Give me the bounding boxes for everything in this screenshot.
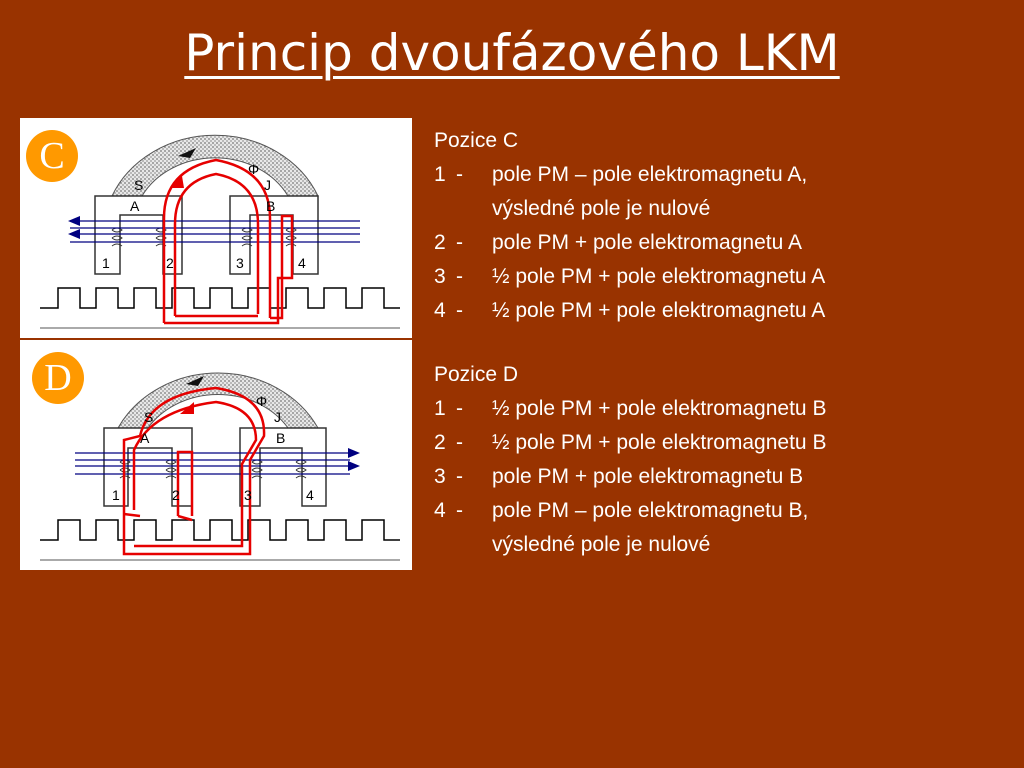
badge-position-d: D: [32, 352, 84, 404]
item-dash: -: [456, 397, 463, 420]
position-d-item: 3- pole PM + pole elektromagnetu B: [434, 460, 826, 494]
position-d-item: 1- ½ pole PM + pole elektromagnetu B: [434, 392, 826, 426]
item-text: ½ pole PM + pole elektromagnetu B: [492, 431, 827, 454]
pole-1-label: 1: [102, 255, 110, 271]
coils: [119, 459, 307, 479]
winding-wires: [70, 220, 360, 243]
diagram-position-c: S J Φ A B 1 2 3 4: [20, 118, 412, 338]
pole-3-label: 3: [244, 487, 252, 503]
position-c-item: 2- pole PM + pole elektromagnetu A: [434, 226, 825, 260]
pole-2-label: 2: [166, 255, 174, 271]
pole-1-label: 1: [112, 487, 120, 503]
position-c-item: 4- ½ pole PM + pole elektromagnetu A: [434, 294, 825, 328]
item-dash: -: [456, 499, 463, 522]
badge-position-c: C: [26, 130, 78, 182]
electromagnet-a-label: A: [140, 430, 150, 446]
item-number: 2: [434, 231, 446, 254]
item-text: ½ pole PM + pole elektromagnetu A: [492, 299, 826, 322]
position-c-item: 3- ½ pole PM + pole elektromagnetu A: [434, 260, 825, 294]
item-number: 3: [434, 265, 446, 288]
item-number: 3: [434, 465, 446, 488]
pm-north-label: J: [274, 409, 281, 425]
item-text: pole PM – pole elektromagnetu A,: [492, 163, 808, 186]
electromagnet-a-label: A: [130, 198, 140, 214]
flux-direction-arrow: [186, 376, 204, 386]
item-text: pole PM + pole elektromagnetu B: [492, 465, 804, 488]
item-number: 1: [434, 397, 446, 420]
diagram-position-d: S J Φ A B 1 2 3 4: [20, 340, 412, 570]
flux-lines: [122, 386, 266, 556]
item-text: pole PM – pole elektromagnetu B,: [492, 499, 809, 522]
permanent-magnet: [111, 134, 319, 197]
pm-north-label: J: [264, 177, 271, 193]
rotor: [40, 287, 400, 309]
item-dash: -: [456, 163, 463, 186]
item-number: 2: [434, 431, 446, 454]
flux-label: Φ: [248, 161, 259, 177]
flux-label: Φ: [256, 393, 267, 409]
position-d-item: 2- ½ pole PM + pole elektromagnetu B: [434, 426, 826, 460]
item-text: ½ pole PM + pole elektromagnetu A: [492, 265, 826, 288]
pole-2-label: 2: [172, 487, 180, 503]
slide-title-text: Princip dvoufázového LKM: [184, 24, 840, 82]
position-d-item: 4- pole PM – pole elektromagnetu B,: [434, 494, 826, 528]
slide-title: Princip dvoufázového LKM: [0, 22, 1024, 84]
item-text: ½ pole PM + pole elektromagnetu B: [492, 397, 827, 420]
pm-south-label: S: [144, 409, 153, 425]
position-c-text: Pozice C 1-pole PM – pole elektromagnetu…: [434, 124, 825, 328]
stepper-motor-diagram-d: S J Φ A B 1 2 3 4: [40, 372, 400, 561]
item-dash: -: [456, 231, 463, 254]
flux-direction-arrow: [178, 148, 196, 158]
electromagnet-b-label: B: [266, 198, 275, 214]
item-text: pole PM + pole elektromagnetu A: [492, 231, 802, 254]
flux-arrow: [180, 402, 194, 414]
electromagnet-b-label: B: [276, 430, 285, 446]
item-number: 1: [434, 163, 446, 186]
item-dash: -: [456, 465, 463, 488]
position-d-heading: Pozice D: [434, 363, 519, 386]
coils: [111, 227, 297, 247]
position-c-item: 1- pole PM – pole elektromagnetu A,: [434, 158, 825, 192]
permanent-magnet: [117, 372, 319, 429]
item-dash: -: [456, 265, 463, 288]
pole-3-label: 3: [236, 255, 244, 271]
winding-wires: [75, 452, 350, 475]
flux-lines: [162, 158, 294, 325]
current-arrows: [348, 448, 360, 471]
item-number: 4: [434, 499, 446, 522]
position-c-item-continuation: výsledné pole je nulové: [492, 197, 711, 220]
item-dash: -: [456, 299, 463, 322]
pole-4-label: 4: [306, 487, 314, 503]
pole-4-label: 4: [298, 255, 306, 271]
rotor: [40, 519, 400, 541]
current-arrows: [68, 216, 80, 239]
pm-south-label: S: [134, 177, 143, 193]
item-dash: -: [456, 431, 463, 454]
position-c-heading: Pozice C: [434, 129, 519, 152]
item-number: 4: [434, 299, 446, 322]
flux-arrow: [170, 176, 184, 188]
position-d-text: Pozice D 1-½ pole PM + pole elektromagne…: [434, 358, 826, 562]
position-d-item-continuation: výsledné pole je nulové: [492, 533, 711, 556]
stepper-motor-diagram-c: S J Φ A B 1 2 3 4: [40, 134, 400, 329]
electromagnet-b-core: [239, 427, 327, 507]
